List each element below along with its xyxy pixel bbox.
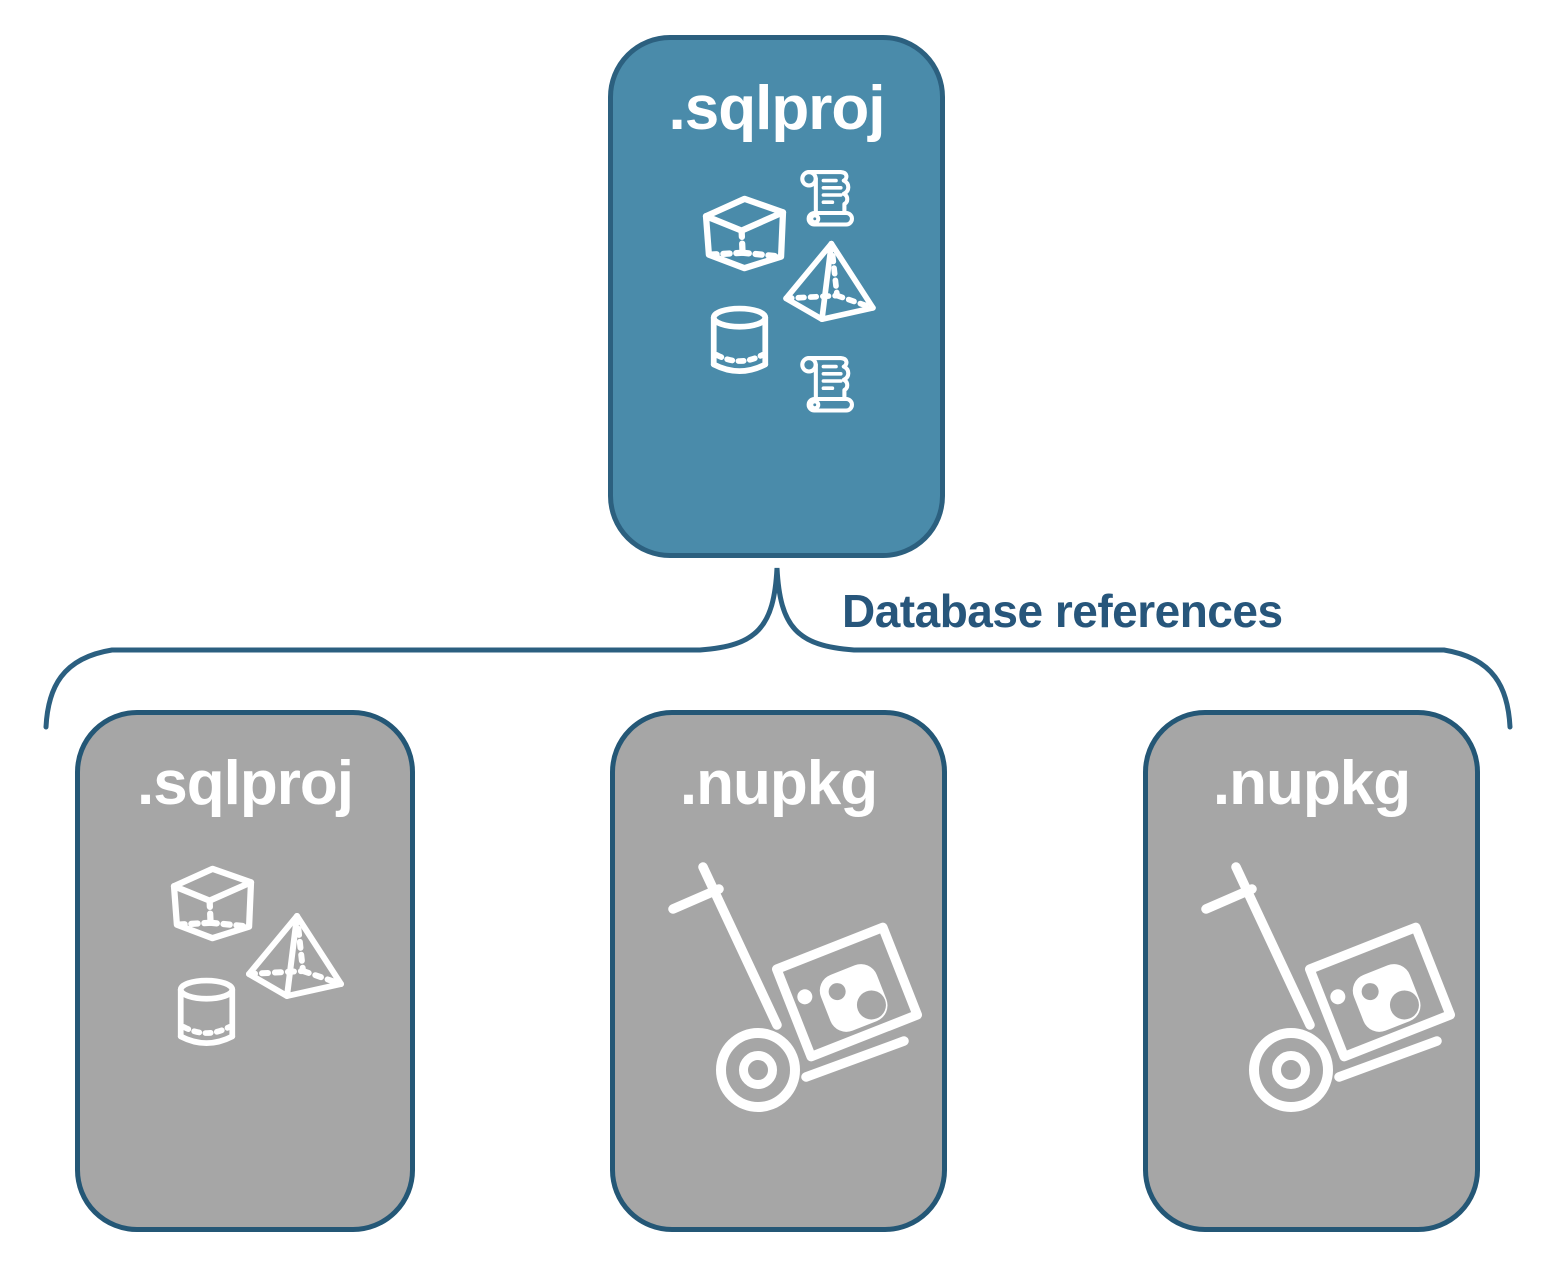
pyramid-icon xyxy=(245,910,345,1000)
card-root-sqlproj: .sqlproj xyxy=(608,35,945,558)
card-label: .nupkg xyxy=(679,749,878,818)
cylinder-icon xyxy=(708,305,771,378)
scroll-icon xyxy=(800,168,860,228)
card-label: .nupkg xyxy=(1212,749,1411,818)
card-ref-sqlproj: .sqlproj xyxy=(75,710,415,1232)
card-label: .sqlproj xyxy=(668,74,886,143)
hand-truck-package-icon xyxy=(1198,860,1458,1130)
cylinder-icon xyxy=(175,977,238,1050)
database-references-label: Database references xyxy=(842,585,1283,637)
card-ref-nupkg-1: .nupkg xyxy=(610,710,947,1232)
card-ref-nupkg-2: .nupkg xyxy=(1143,710,1480,1232)
scroll-icon xyxy=(800,354,860,414)
cube-icon xyxy=(702,195,787,272)
cube-icon xyxy=(170,865,255,942)
card-label: .sqlproj xyxy=(137,749,354,818)
hand-truck-package-icon xyxy=(665,860,925,1130)
pyramid-icon xyxy=(782,238,877,323)
